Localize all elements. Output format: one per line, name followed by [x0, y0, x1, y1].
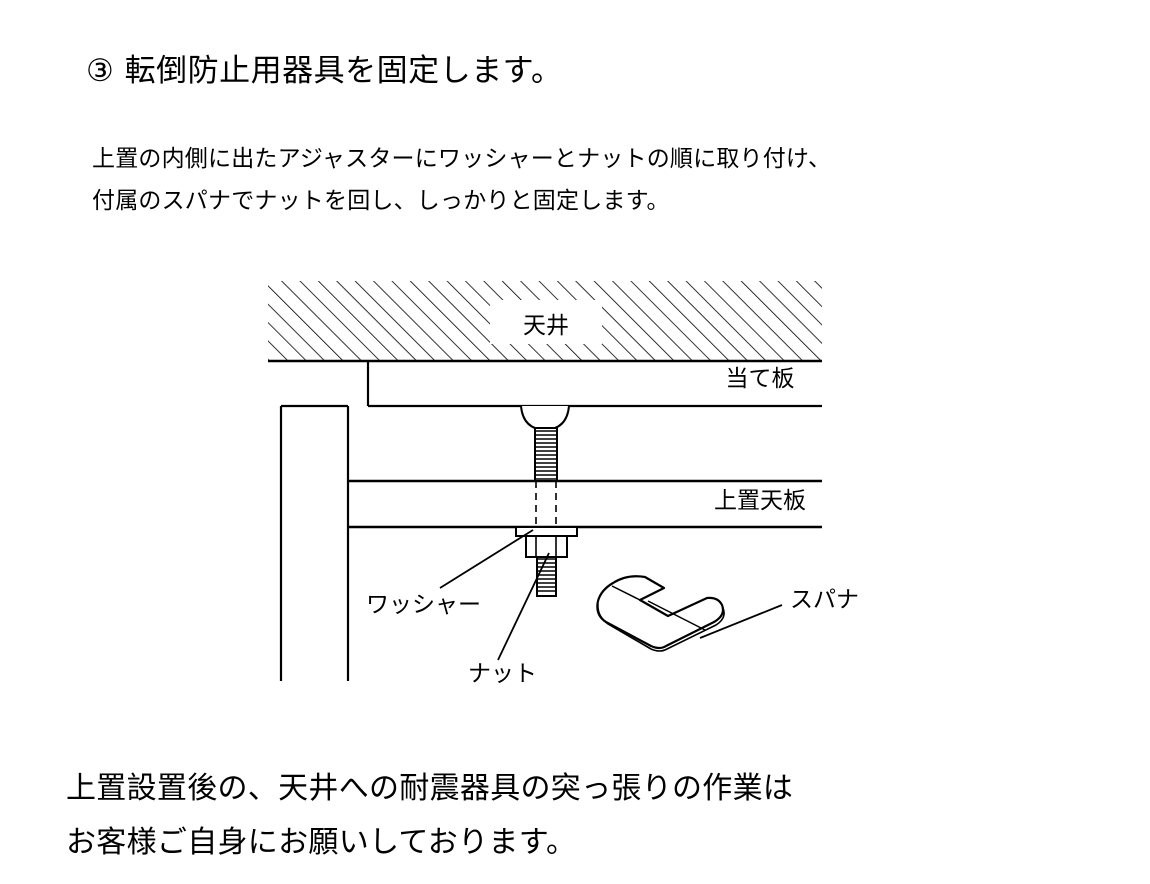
spanner-leader-line [699, 604, 783, 639]
instruction-paragraph: 上置の内側に出たアジャスターにワッシャーとナットの順に取り付け、 付属のスパナで… [92, 138, 831, 222]
nut-leader-line [497, 552, 550, 661]
backing-board [366, 361, 822, 408]
backing-board-label: 当て板 [726, 366, 795, 392]
nut [525, 535, 568, 558]
upper-unit-top-panel-label: 上置天板 [714, 488, 806, 514]
page-title: ③ 転倒防止用器具を固定します。 [86, 53, 563, 89]
ceiling-label: 天井 [523, 313, 569, 339]
instruction-line-2: 付属のスパナでナットを回し、しっかりと固定します。 [92, 188, 670, 214]
footer-note-line-2: お客様ご自身にお願いしております。 [66, 825, 577, 860]
nut-label: ナット [468, 661, 537, 687]
washer-label: ワッシャー [366, 592, 481, 618]
instruction-line-1: 上置の内側に出たアジャスターにワッシャーとナットの順に取り付け、 [92, 146, 832, 172]
cabinet-side-panel [279, 404, 350, 681]
footer-note-line-1: 上置設置後の、天井への耐震器具の突っ張りの作業は [66, 771, 794, 806]
upper-unit-top-panel [348, 479, 822, 529]
footer-note: 上置設置後の、天井への耐震器具の突っ張りの作業は お客様ご自身にお願いしておりま… [66, 762, 793, 870]
ceiling-hatch [268, 281, 822, 363]
washer-leader-line [439, 529, 534, 589]
spanner [596, 575, 725, 652]
spanner-label: スパナ [790, 587, 859, 613]
adjuster-bolt [520, 405, 570, 597]
